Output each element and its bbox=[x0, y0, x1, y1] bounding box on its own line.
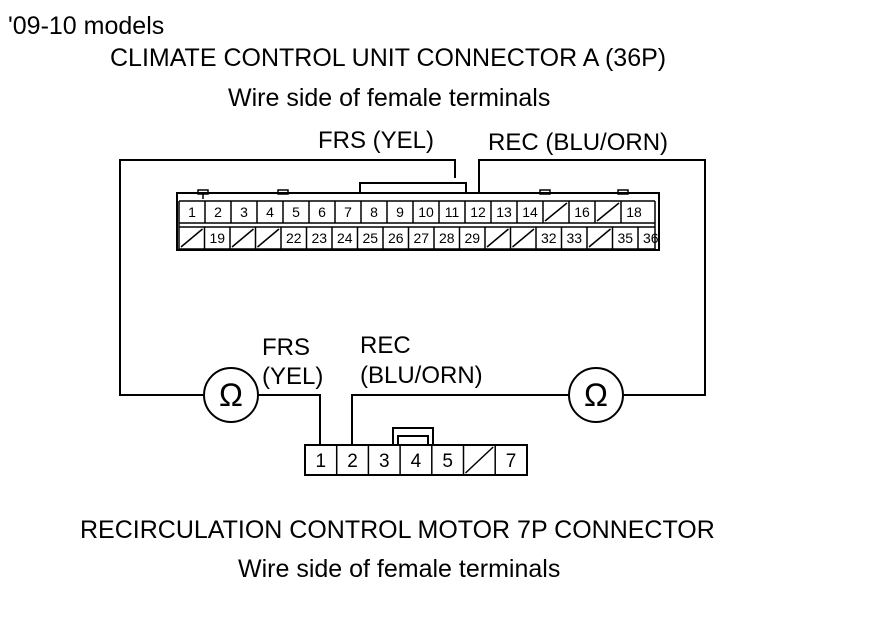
connector-a-pin-11: 11 bbox=[445, 204, 460, 220]
connector-a-pin-6: 6 bbox=[318, 204, 326, 220]
connector-a-pin-1: 1 bbox=[188, 204, 196, 220]
connector-b-pin-3: 3 bbox=[379, 451, 390, 472]
connector-a-pin-7: 7 bbox=[344, 204, 352, 220]
blank-terminal-slash bbox=[588, 228, 611, 248]
blank-terminal-slash bbox=[512, 228, 535, 248]
connector-b-pin-1: 1 bbox=[316, 451, 327, 472]
rec-wire-label-bottom-2: (BLU/ORN) bbox=[360, 362, 483, 389]
connector-a-pin-10: 10 bbox=[418, 204, 434, 220]
connector-a-pin-23: 23 bbox=[311, 230, 327, 246]
connector-b-pin-5: 5 bbox=[442, 451, 453, 472]
frs-wire-label-top: FRS (YEL) bbox=[318, 127, 434, 154]
connector-a-pin-29: 29 bbox=[464, 230, 480, 246]
connector-a-subtitle: Wire side of female terminals bbox=[228, 84, 550, 112]
blank-terminal-slash bbox=[486, 228, 509, 248]
connector-a-pin-26: 26 bbox=[388, 230, 404, 246]
connector-a-pin-13: 13 bbox=[496, 204, 512, 220]
blank-terminal-slash bbox=[544, 202, 568, 222]
rec-circuit-wire bbox=[351, 159, 706, 445]
connector-a-pin-5: 5 bbox=[292, 204, 300, 220]
ohmmeter-left: Ω bbox=[203, 367, 259, 423]
connector-a-pin-18: 18 bbox=[626, 204, 642, 220]
connector-a-pin-16: 16 bbox=[574, 204, 590, 220]
connector-a-pin-27: 27 bbox=[413, 230, 429, 246]
connector-a-pin-3: 3 bbox=[240, 204, 248, 220]
rec-wire-label-top: REC (BLU/ORN) bbox=[488, 129, 668, 156]
model-note: '09-10 models bbox=[8, 12, 164, 40]
connector-a-pin-28: 28 bbox=[439, 230, 455, 246]
connector-b-pin-7: 7 bbox=[506, 451, 517, 472]
frs-wire-label-bottom-1: FRS bbox=[262, 334, 310, 361]
blank-terminal-slash bbox=[231, 228, 254, 248]
frs-wire-label-bottom-2: (YEL) bbox=[262, 363, 323, 390]
blank-terminal-slash bbox=[180, 228, 203, 248]
blank-terminal-slash bbox=[257, 228, 280, 248]
connector-a-pin-9: 9 bbox=[396, 204, 404, 220]
blank-terminal-slash bbox=[596, 202, 620, 222]
connector-a-title: CLIMATE CONTROL UNIT CONNECTOR A (36P) bbox=[110, 44, 666, 72]
connector-a-pin-2: 2 bbox=[214, 204, 222, 220]
connector-a-pin-22: 22 bbox=[286, 230, 302, 246]
connector-a-pin-36: 36 bbox=[643, 230, 659, 246]
ohm-symbol-left: Ω bbox=[219, 377, 243, 413]
connector-a-pin-19: 19 bbox=[209, 230, 225, 246]
ohm-symbol-right: Ω bbox=[584, 377, 608, 413]
connector-a-pin-12: 12 bbox=[470, 204, 486, 220]
ohmmeter-right: Ω bbox=[568, 367, 624, 423]
connector-a-pin-33: 33 bbox=[566, 230, 582, 246]
connector-a-pin-35: 35 bbox=[617, 230, 633, 246]
connector-a-pin-32: 32 bbox=[541, 230, 557, 246]
frs-circuit-wire bbox=[119, 159, 456, 445]
connector-a-pin-8: 8 bbox=[370, 204, 378, 220]
connector-a-pin-25: 25 bbox=[362, 230, 378, 246]
connector-b-pin-2: 2 bbox=[347, 451, 358, 472]
connector-a-pin-4: 4 bbox=[266, 204, 274, 220]
connector-b-subtitle: Wire side of female terminals bbox=[238, 555, 560, 583]
blank-terminal-slash bbox=[464, 446, 494, 474]
connector-a-pin-14: 14 bbox=[522, 204, 538, 220]
connector-b-pin-4: 4 bbox=[411, 451, 422, 472]
connector-b-title: RECIRCULATION CONTROL MOTOR 7P CONNECTOR bbox=[80, 516, 715, 544]
connector-a-pin-24: 24 bbox=[337, 230, 353, 246]
rec-wire-label-bottom-1: REC bbox=[360, 332, 411, 359]
